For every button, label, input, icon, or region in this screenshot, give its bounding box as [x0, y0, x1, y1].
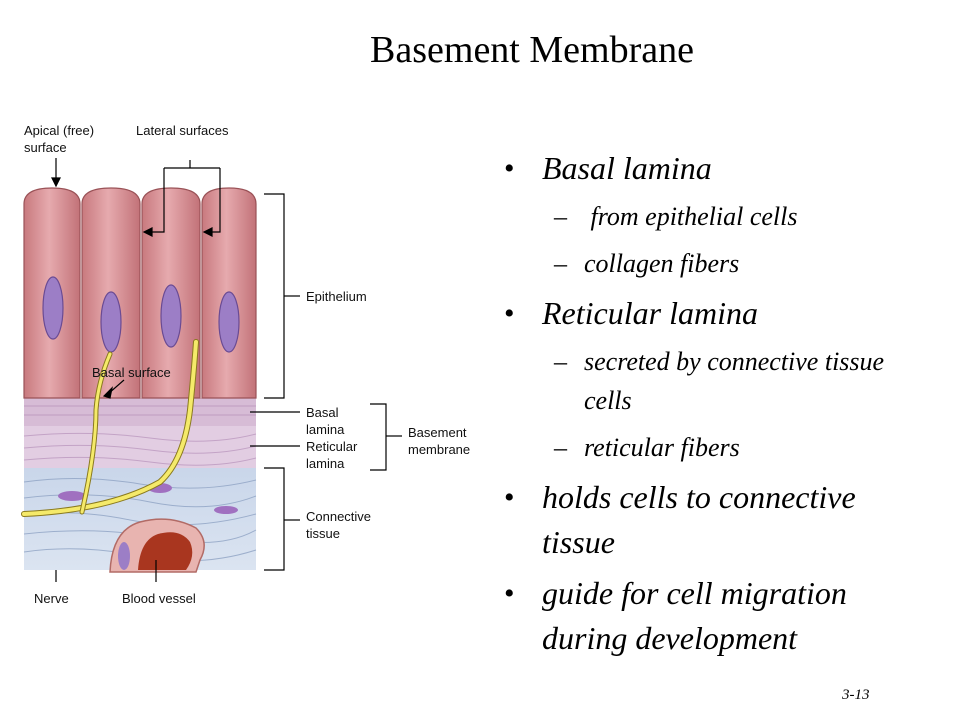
- bullet-text: guide for cell migration during developm…: [542, 575, 847, 656]
- epithelium-label: Epithelium: [306, 289, 367, 304]
- bullet-text: Reticular lamina: [542, 295, 758, 331]
- nerve-label: Nerve: [34, 591, 69, 606]
- bullet-holds-cells: •holds cells to connective tissue: [504, 479, 856, 560]
- connective-tissue-label: Connective tissue: [306, 509, 372, 541]
- sub-bullet: –secreted by connective tissue cells: [554, 347, 885, 415]
- slide-number: 3-13: [842, 687, 870, 703]
- basal-surface-label: Basal surface: [92, 365, 171, 380]
- reticular-lamina-layer: [24, 426, 256, 468]
- nerve: [21, 339, 199, 517]
- bullet-text: Basal lamina: [542, 150, 712, 186]
- bullet-reticular-lamina: •Reticular lamina: [504, 295, 758, 331]
- bullet-text: holds cells to connective tissue: [542, 479, 856, 560]
- sub-bullet-text: secreted by connective tissue cells: [584, 347, 885, 415]
- sub-bullet: – from epithelial cells: [554, 202, 798, 231]
- apical-surface-label: Apical (free) surface: [24, 123, 95, 155]
- blood-vessel: [109, 518, 205, 573]
- sub-bullet: –collagen fibers: [554, 249, 740, 278]
- lateral-surfaces-label: Lateral surfaces: [136, 123, 229, 138]
- basal-lamina-layer: [24, 398, 256, 426]
- diagram-illustration: [21, 158, 402, 582]
- sub-bullet-text: from epithelial cells: [584, 202, 798, 231]
- bullet-basal-lamina: •Basal lamina: [504, 150, 712, 186]
- blood-vessel-label: Blood vessel: [122, 591, 196, 606]
- basement-membrane-diagram: Apical (free) surface Lateral surfaces E…: [0, 110, 500, 610]
- basement-membrane-label: Basement membrane: [408, 425, 471, 457]
- bullet-guide-migration: •guide for cell migration during develop…: [504, 575, 847, 656]
- basal-lamina-label: Basal lamina: [306, 405, 345, 437]
- sub-bullet-text: reticular fibers: [584, 433, 740, 462]
- slide-title: Basement Membrane: [370, 29, 694, 71]
- cell-nuclei: [42, 276, 240, 353]
- sub-bullet: –reticular fibers: [554, 433, 740, 462]
- bullet-list: •Basal lamina – from epithelial cells –c…: [504, 146, 924, 667]
- sub-bullet-text: collagen fibers: [584, 249, 740, 278]
- reticular-lamina-label: Reticular lamina: [306, 439, 358, 471]
